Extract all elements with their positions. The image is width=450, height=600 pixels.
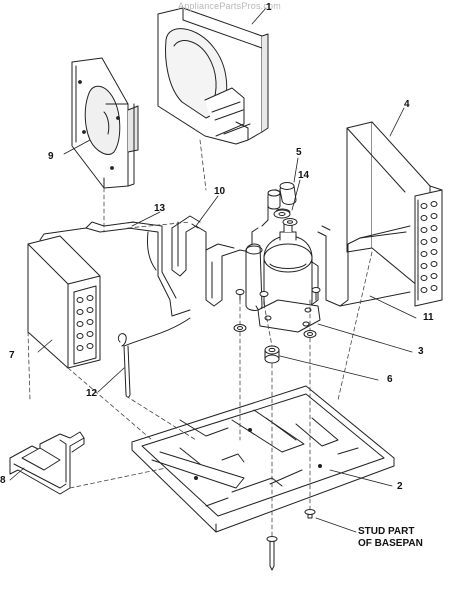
callout-1: 1 (266, 2, 272, 13)
base-pan-studs (266, 509, 316, 571)
accumulator (245, 227, 263, 317)
evaporator-coil (27, 221, 135, 369)
callout-11: 11 (423, 312, 434, 323)
alignment-lines (27, 139, 373, 537)
callout-3: 3 (418, 346, 424, 357)
compressor-bolts (235, 287, 321, 305)
callout-2: 2 (397, 481, 403, 492)
callout-14: 14 (298, 170, 310, 181)
capillary-tube (127, 221, 191, 317)
grommets (233, 324, 317, 338)
callout-13: 13 (154, 203, 166, 214)
stud-note-line-1: STUD PART (358, 526, 415, 537)
compressor (233, 221, 321, 338)
callout-4: 4 (404, 99, 410, 110)
callout-10: 10 (214, 186, 226, 197)
watermark: AppliancePartsPros.com (178, 1, 281, 11)
callout-9: 9 (48, 151, 54, 162)
coil-tube-ends (420, 201, 438, 293)
grommet-part (264, 345, 280, 364)
drain-pan (9, 431, 85, 495)
callout-5: 5 (296, 147, 302, 158)
service-valve (261, 182, 298, 227)
blower-housing (157, 7, 269, 145)
bulkhead-panel (71, 57, 139, 189)
base-pan (131, 385, 395, 533)
leader-lines (9, 7, 417, 533)
thermistor (117, 317, 191, 398)
stud-note-line-2: OF BASEPAN (358, 538, 423, 549)
stud-note: STUD PART OF BASEPAN (358, 526, 423, 550)
callout-7: 7 (9, 350, 15, 361)
evaporator-tube-ends (76, 295, 94, 351)
callout-12: 12 (86, 388, 98, 399)
condenser-coil (346, 121, 443, 307)
compressor-mount-plate (257, 299, 321, 333)
callout-6: 6 (387, 374, 393, 385)
callout-8: 8 (0, 475, 6, 486)
